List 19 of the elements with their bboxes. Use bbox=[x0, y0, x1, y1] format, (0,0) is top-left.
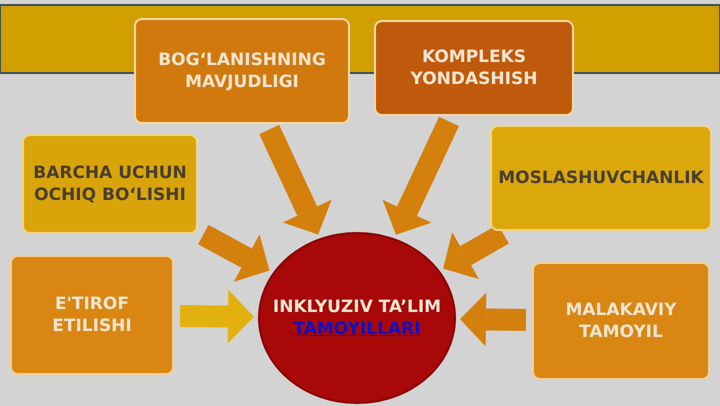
principle-box bbox=[490, 125, 712, 231]
link-text: TAMOYILLARI bbox=[293, 318, 421, 340]
node-text: INKLYUZIV TA’LIM bbox=[272, 296, 442, 318]
block-arrow bbox=[198, 224, 270, 282]
node-text: MALAKAVIY TAMOYIL bbox=[564, 298, 678, 344]
block-arrow bbox=[460, 292, 526, 346]
principle-box bbox=[134, 18, 350, 124]
node-text: MOSLASHUVCHANLIK bbox=[498, 166, 704, 190]
principle-box bbox=[22, 134, 198, 234]
block-arrow bbox=[180, 290, 254, 344]
node-text: BARCHA UCHUN OCHIQ BO‘LISHI bbox=[32, 162, 188, 206]
block-arrow bbox=[382, 116, 459, 235]
node-text: KOMPLEKS YONDASHISH bbox=[410, 46, 538, 90]
node-text: E'TIROF ETILISHI bbox=[51, 292, 133, 338]
principle-box bbox=[374, 20, 574, 116]
principle-box bbox=[10, 255, 174, 375]
block-arrow bbox=[259, 124, 332, 235]
node-text: BOG‘LANISHNING MAVJUDLIGI bbox=[157, 48, 327, 94]
principle-box bbox=[532, 262, 710, 380]
